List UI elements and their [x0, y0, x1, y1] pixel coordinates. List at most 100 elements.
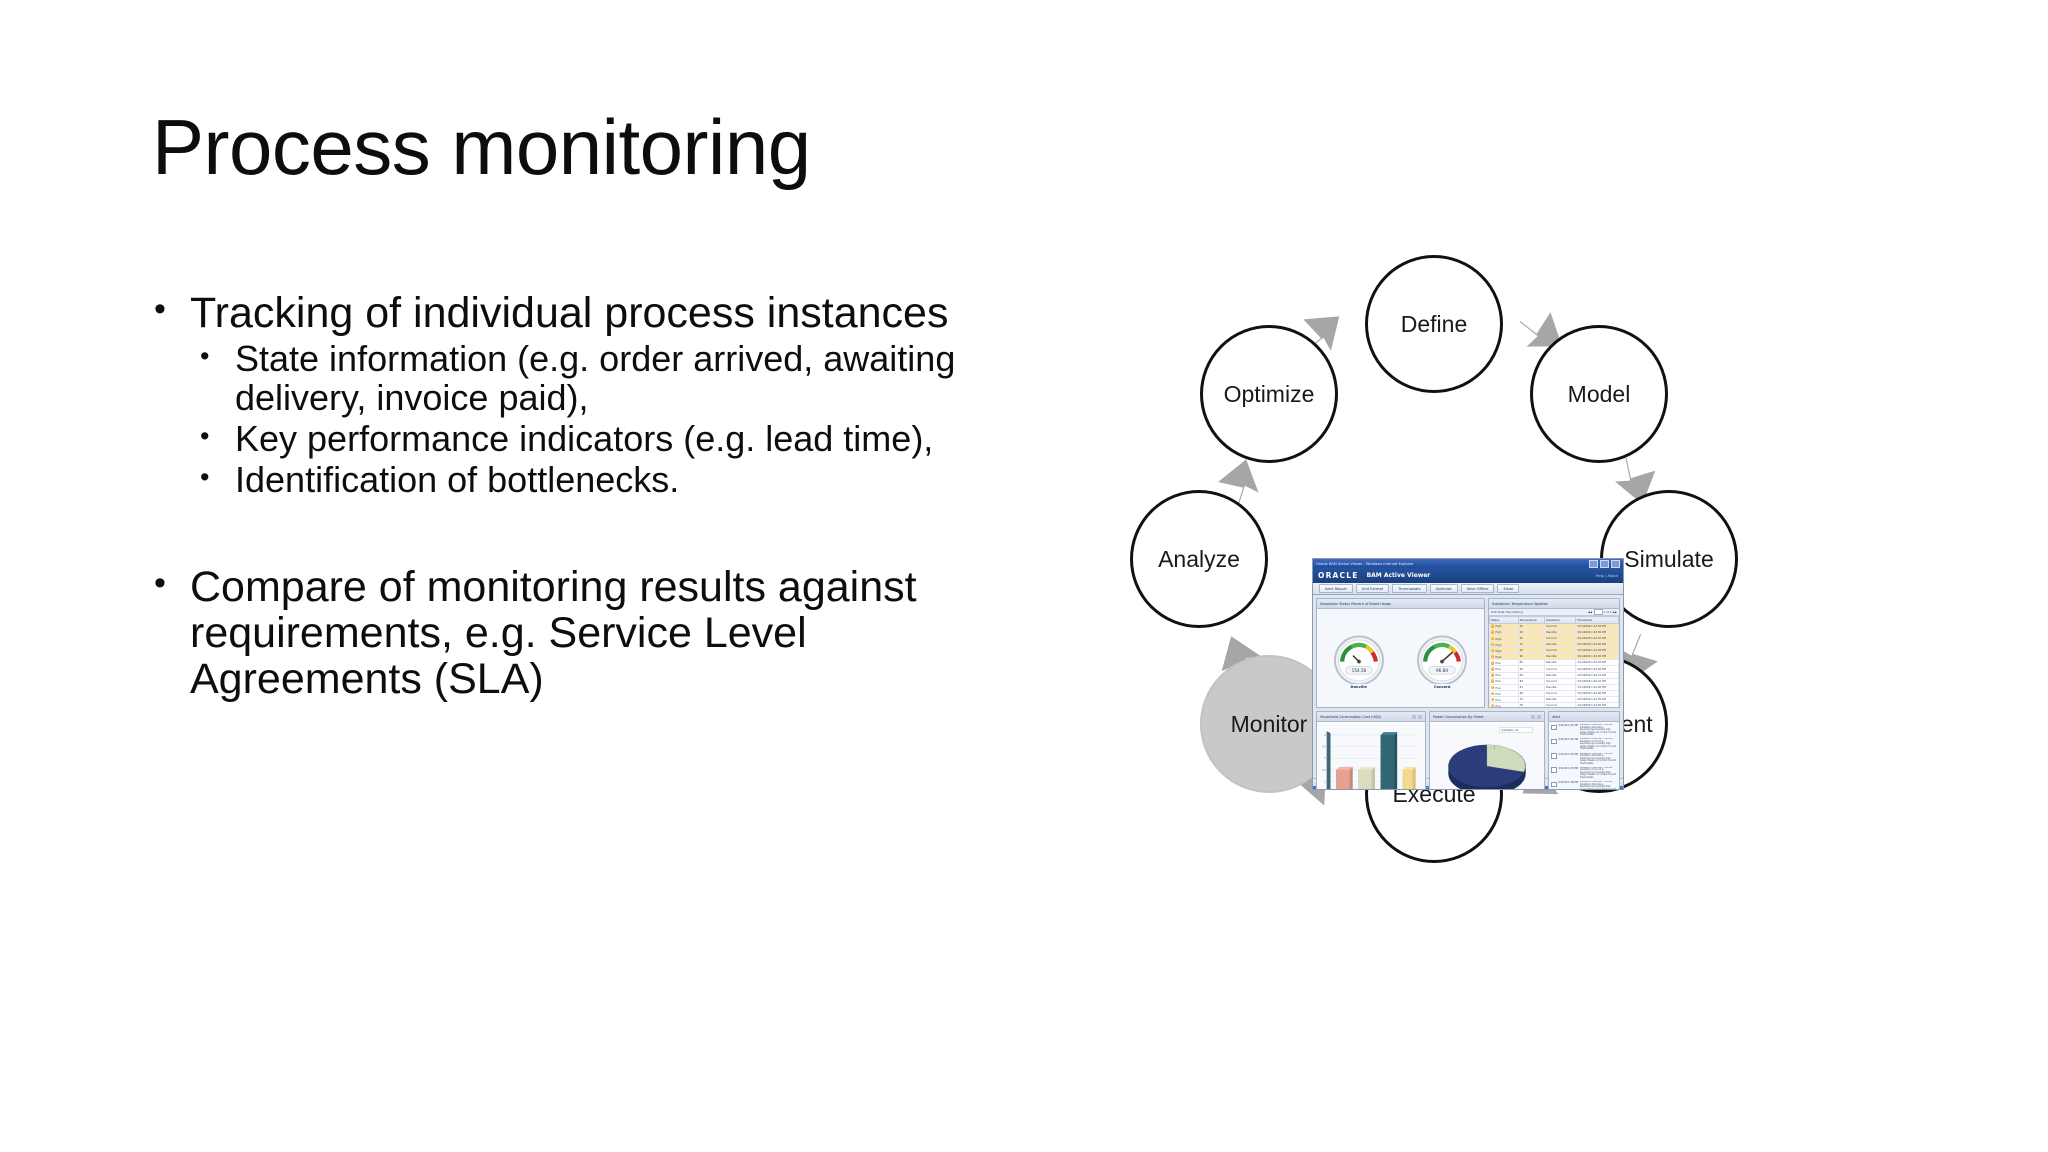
- tab-thermostats[interactable]: Thermostats: [1391, 584, 1427, 593]
- cell-temperature: 95: [1517, 634, 1545, 642]
- col-timestamp[interactable]: Timestamp: [1575, 616, 1619, 624]
- alert-timestamp: 3/11/09 1:39 PM: [1558, 766, 1578, 770]
- pager-next-icon[interactable]: ▶▶: [1613, 610, 1617, 614]
- pager-first-icon[interactable]: ◀◀: [1588, 610, 1593, 614]
- close-icon[interactable]: [1611, 559, 1620, 568]
- dashboard-body: Substation Status Percent of Rated Usage: [1313, 595, 1623, 789]
- tab-save-offline[interactable]: Save Offline: [1460, 584, 1495, 593]
- table-header-row: Status Temperature Substation Timestamp: [1488, 616, 1619, 624]
- alert-checkbox[interactable]: [1551, 724, 1557, 730]
- col-substation[interactable]: Substation: [1543, 616, 1577, 624]
- node-label: Model: [1567, 380, 1631, 407]
- alert-message: Substation Overload - the sub Substation…: [1579, 781, 1617, 790]
- lifecycle-node-model[interactable]: Model: [1530, 325, 1668, 463]
- alert-timestamp: 3/11/09 1:40 PM: [1558, 752, 1578, 756]
- arrow-model-to-simulate: [1607, 446, 1672, 514]
- cell-substation: Concord: [1543, 689, 1577, 698]
- arrow-analyze-to-optimize: [1202, 446, 1271, 518]
- gauge-dial: 96.80: [1417, 635, 1468, 684]
- bam-dashboard-screenshot: Oracle BAM Active Viewer - Windows Inter…: [1312, 558, 1624, 790]
- pager-page-input[interactable]: [1593, 609, 1603, 615]
- alert-timestamp: 3/11/09 1:42 PM: [1558, 724, 1578, 727]
- panel-icons[interactable]: [1412, 714, 1423, 719]
- pie-chart-canvas: Substation: All 2 Comm: [1430, 722, 1545, 789]
- oracle-logo: ORACLE: [1318, 571, 1359, 580]
- bullet-item: Compare of monitoring results against re…: [148, 562, 968, 703]
- browser-titlebar: Oracle BAM Active Viewer - Windows Inter…: [1313, 559, 1623, 568]
- header-links[interactable]: Help | About: [1595, 573, 1618, 578]
- cell-substation: Danville: [1543, 696, 1577, 704]
- warning-icon: [1490, 636, 1495, 641]
- col-temperature[interactable]: Temperature: [1517, 616, 1545, 624]
- maximize-icon[interactable]: [1600, 559, 1609, 568]
- bar-chart-canvas: 43.5 32.5 21.5: [1317, 722, 1426, 789]
- alert-checkbox[interactable]: [1551, 767, 1557, 773]
- temperature-table-panel: Substation Temperature Updates LIVE Data…: [1487, 598, 1620, 708]
- lifecycle-node-define[interactable]: Define: [1365, 255, 1503, 393]
- lifecycle-node-optimize[interactable]: Optimize: [1200, 325, 1338, 463]
- warning-icon: [1490, 654, 1495, 659]
- page-title: Process monitoring: [152, 103, 811, 191]
- node-label: Monitor: [1230, 710, 1308, 737]
- minimize-icon[interactable]: [1589, 559, 1598, 568]
- live-data-indicator: LIVE Data Transmitting: [1490, 610, 1523, 614]
- alert-message: Substation Overload - the sub Substation…: [1579, 738, 1617, 751]
- panel-icons[interactable]: [1531, 714, 1542, 719]
- cell-timestamp: 3/11/2009 1:42:50 PM: [1575, 628, 1619, 636]
- tab-grid-format[interactable]: Grid Format: [1355, 584, 1389, 593]
- cell-substation: Concord: [1543, 665, 1577, 673]
- tab-optimize[interactable]: Optimize: [1429, 584, 1458, 593]
- alert-checkbox[interactable]: [1551, 781, 1557, 787]
- alert-checkbox[interactable]: [1551, 753, 1557, 759]
- gauge-dial: 154.56: [1333, 635, 1384, 684]
- bullet-text: Tracking of individual process instances: [190, 289, 949, 337]
- lifecycle-node-analyze[interactable]: Analyze: [1130, 490, 1268, 628]
- pager-label: 1 of 2: [1604, 610, 1612, 614]
- warning-icon: [1490, 697, 1495, 702]
- bullet-text: Compare of monitoring results against re…: [190, 562, 917, 703]
- warning-icon: [1490, 703, 1495, 707]
- table-panel-title: Substation Temperature Updates: [1488, 599, 1619, 609]
- cell-temperature: 82: [1517, 677, 1545, 685]
- svg-text:3.5: 3.5: [1322, 746, 1326, 749]
- arrow-optimize-to-define: [1280, 291, 1359, 369]
- table-pager[interactable]: ◀◀ 1 of 2 ▶▶: [1588, 609, 1617, 615]
- cell-timestamp: 3/11/2009 1:42:45 PM: [1575, 634, 1619, 642]
- alert-list: 3/11/09 1:42 PM Substation Overload - the…: [1549, 722, 1619, 790]
- alert-message: Substation Overload - the sub Substation…: [1579, 766, 1617, 779]
- tab-email[interactable]: Email: [1497, 584, 1520, 593]
- alert-checkbox[interactable]: [1551, 738, 1557, 745]
- warning-icon: [1490, 679, 1495, 683]
- cell-temperature: 81: [1517, 683, 1545, 691]
- cell-substation: Concord: [1543, 677, 1577, 685]
- col-status[interactable]: Status: [1488, 616, 1519, 624]
- tab-alert-report[interactable]: Alert Report: [1319, 584, 1353, 593]
- export-icon: [1412, 714, 1417, 719]
- cell-substation: Danville: [1543, 671, 1577, 679]
- bar-chart-panel: Household Consumption Cost (USD): [1316, 711, 1427, 789]
- lifecycle-node-simulate[interactable]: Simulate: [1600, 490, 1738, 628]
- table-toolbar: LIVE Data Transmitting ◀◀ 1 of 2 ▶▶: [1488, 609, 1619, 616]
- warning-icon: [1490, 624, 1495, 628]
